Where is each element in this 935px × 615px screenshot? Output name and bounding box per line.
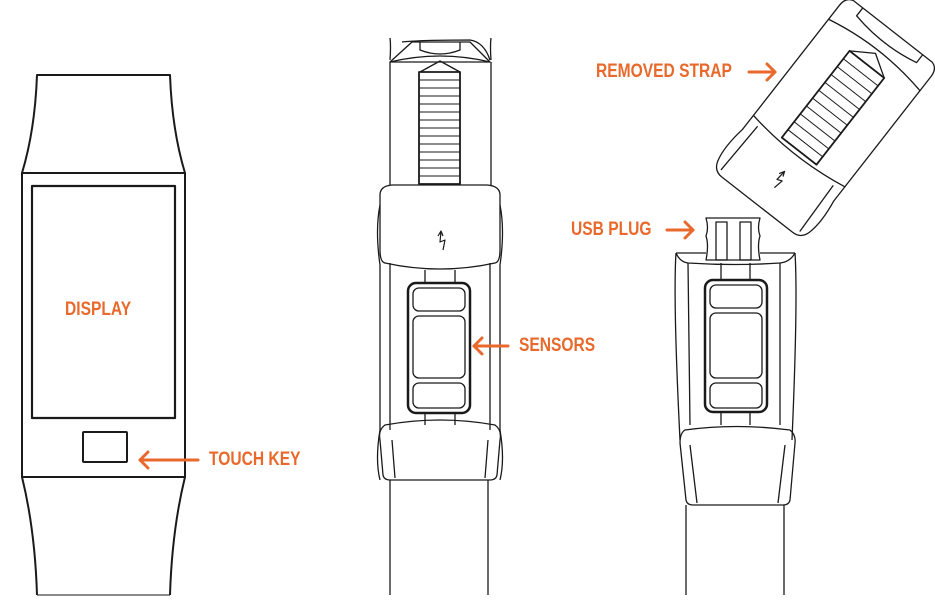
strap-ribs <box>419 79 460 177</box>
removed-strap <box>715 0 935 237</box>
sensors-arrow-icon <box>472 336 510 356</box>
back-charging-bolt-icon <box>437 230 446 251</box>
usb-plug-connector <box>705 217 761 261</box>
front-top-strap <box>21 74 186 174</box>
removed-strap-label: REMOVED STRAP <box>596 61 732 82</box>
disassembled-band <box>674 217 797 595</box>
front-body <box>21 172 186 478</box>
front-bottom-strap <box>21 476 186 596</box>
removed-strap-arrow-icon <box>747 62 777 82</box>
front-view-band <box>21 74 186 596</box>
touch-key-label: TOUCH KEY <box>209 449 301 470</box>
usb-plug-arrow-icon <box>665 220 695 240</box>
display-label: DISPLAY <box>65 299 132 320</box>
touch-key-button <box>82 431 128 463</box>
back-sensor-module <box>406 281 472 415</box>
display-screen <box>30 184 177 420</box>
strap-charging-bolt-icon <box>774 170 786 189</box>
usb-plug-label: USB PLUG <box>571 219 652 240</box>
disassembled-sensor-module <box>703 278 769 414</box>
sensors-label: SENSORS <box>519 335 596 356</box>
back-view-band <box>376 37 504 595</box>
touch-key-arrow-icon <box>138 450 200 470</box>
